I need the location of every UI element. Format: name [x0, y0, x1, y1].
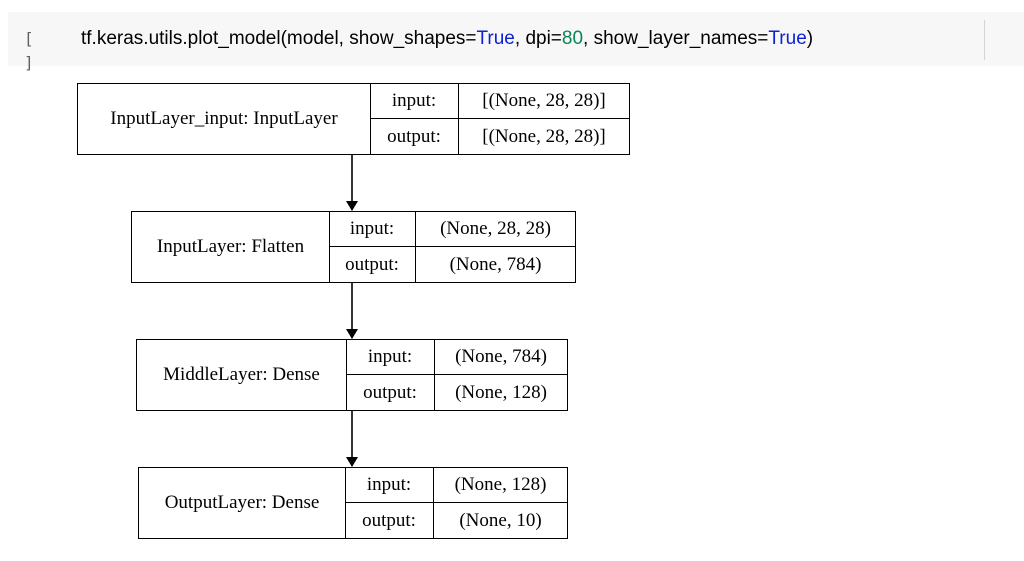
node-input-layer: InputLayer_input: InputLayer input: outp…: [77, 83, 630, 155]
node-middle-dense: MiddleLayer: Dense input: output: (None,…: [136, 339, 568, 411]
code-true-1: True: [476, 28, 515, 49]
code-dpi-value: 80: [561, 28, 584, 49]
code-mid-1: , dpi=: [514, 28, 562, 49]
node-output-label: output:: [362, 509, 416, 531]
node-divider: [345, 502, 567, 503]
cell-code-line[interactable]: tf.keras.utils.plot_model(model, show_sh…: [81, 27, 813, 51]
node-output-shape: (None, 128): [455, 381, 547, 403]
node-divider: [434, 340, 435, 410]
cell-scrollbar[interactable]: [984, 20, 985, 60]
node-input-label: input:: [349, 218, 395, 239]
code-true-2: True: [768, 28, 807, 49]
code-suffix: ): [806, 28, 814, 49]
cell-run-button[interactable]: [ ]: [24, 29, 34, 72]
node-output-dense: OutputLayer: Dense input: output: (None,…: [138, 467, 568, 539]
node-divider: [433, 468, 434, 538]
node-input-shape: (None, 128): [454, 474, 547, 495]
node-divider: [329, 246, 575, 247]
node-label: InputLayer_input: InputLayer: [78, 84, 371, 154]
node-output-label: output:: [345, 253, 399, 275]
node-label: OutputLayer: Dense: [139, 468, 346, 538]
node-input-label: input:: [366, 474, 412, 495]
node-input-label: input:: [391, 90, 437, 111]
node-output-shape: [(None, 28, 28)]: [482, 125, 606, 147]
node-flatten: InputLayer: Flatten input: output: (None…: [131, 211, 576, 283]
node-divider: [370, 118, 629, 119]
code-cell[interactable]: [ ] tf.keras.utils.plot_model(model, sho…: [8, 12, 1024, 72]
node-input-label: input:: [367, 346, 413, 367]
node-input-shape: (None, 28, 28): [440, 218, 551, 239]
node-divider: [415, 212, 416, 282]
code-prefix: tf.keras.utils.plot_model(model, show_sh…: [81, 28, 477, 49]
code-mid-2: , show_layer_names=: [583, 28, 769, 49]
node-input-shape: (None, 784): [455, 346, 547, 367]
node-label: MiddleLayer: Dense: [137, 340, 347, 410]
node-label: InputLayer: Flatten: [132, 212, 330, 282]
node-output-label: output:: [363, 381, 417, 403]
node-divider: [458, 84, 459, 154]
node-input-shape: [(None, 28, 28)]: [482, 90, 606, 111]
node-output-shape: (None, 10): [459, 509, 542, 531]
node-output-shape: (None, 784): [449, 253, 542, 275]
node-output-label: output:: [387, 125, 441, 147]
node-divider: [346, 374, 567, 375]
